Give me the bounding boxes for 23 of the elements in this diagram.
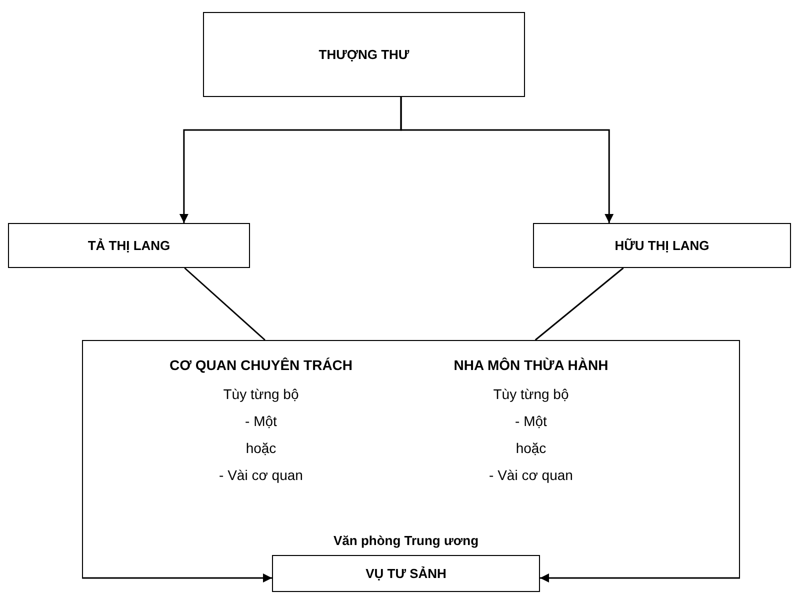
connector-line [534,267,624,341]
column-text: Tùy từng bộ [493,385,569,404]
box-title: HỮU THỊ LANG [614,236,710,255]
arrow [82,573,272,582]
box-title: VỤ TƯ SẢNH [366,564,446,583]
column-heading: NHA MÔN THỪA HÀNH [454,356,608,375]
column-heading: CƠ QUAN CHUYÊN TRÁCH [169,356,353,375]
column-text: hoặc [516,439,546,458]
box-caption: Văn phòng Trung ương [332,532,480,550]
arrow [400,97,614,223]
title-box [8,223,250,268]
column-text: Tùy từng bộ [223,385,299,404]
connector-line [184,267,266,341]
arrow [540,573,740,582]
box-title: TẢ THỊ LANG [88,236,170,255]
title-box [203,12,525,97]
column-text: - Vài cơ quan [489,466,573,485]
box-title: THƯỢNG THƯ [318,46,410,64]
column-text: - Một [245,412,277,431]
column-text: - Vài cơ quan [219,466,303,485]
title-box [533,223,791,268]
column-text: hoặc [246,439,276,458]
column-text: - Một [515,412,547,431]
